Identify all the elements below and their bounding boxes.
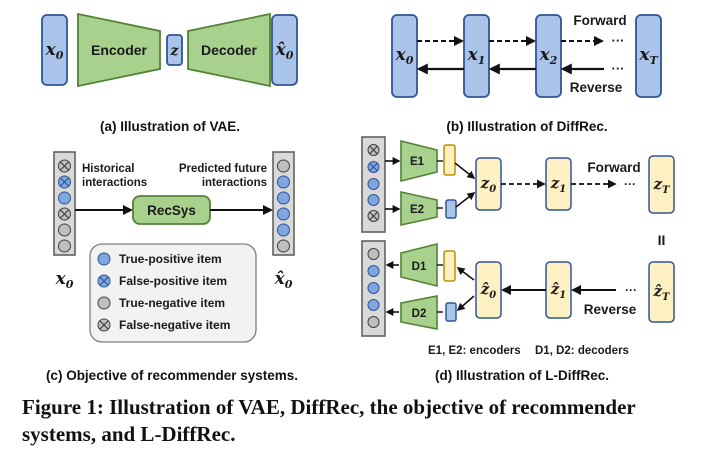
- split-arrow-bottom: [456, 295, 475, 312]
- merge-arrow-top: [454, 162, 476, 179]
- e2-latent: [445, 199, 457, 219]
- ldiffrec-input-circle: [367, 144, 380, 156]
- d2-latent: [445, 302, 457, 322]
- vae-output-label: x̂0: [275, 40, 294, 62]
- ld-reverse-ellipsis: ···: [625, 283, 637, 297]
- legend-false-negative: False-negative item: [119, 318, 230, 332]
- false-negative-icon: [97, 318, 111, 332]
- output-item-circle: [277, 239, 290, 253]
- diffrec-node-label: xT: [638, 45, 658, 67]
- decoder-d1-label: D1: [412, 261, 427, 273]
- encoder-e2: [400, 191, 438, 226]
- input-item-circle: [58, 207, 71, 221]
- ld-forward-ellipsis: ···: [624, 177, 636, 191]
- panel-d-ldiffrec: E1 E2 z0 z1 zT ··· Forward II D1 D: [361, 136, 675, 383]
- panel-a-caption: (a) Illustration of VAE.: [100, 119, 240, 134]
- decoder-d2-label: D2: [412, 308, 427, 320]
- output-item-circle: [277, 159, 290, 173]
- panel-b-diffrec: x0 x1 x2 xT ··· ··· Forward Reverse (b) …: [391, 13, 662, 134]
- z0-label: z0: [480, 174, 497, 195]
- input-item-circle: [58, 159, 71, 173]
- reverse-label: Reverse: [570, 80, 623, 95]
- panel-b-caption: (b) Illustration of DiffRec.: [446, 119, 607, 134]
- panel-d-caption: (d) Illustration of L-DiffRec.: [435, 368, 609, 383]
- true-positive-icon: [97, 252, 111, 266]
- zt-label: zT: [653, 175, 672, 196]
- equals-marker: II: [658, 232, 666, 248]
- e1-latent: [443, 144, 456, 176]
- output-item-circle: [277, 191, 290, 205]
- input-item-circle: [58, 191, 71, 205]
- ldiffrec-input-circle: [367, 161, 380, 173]
- forward-label: Forward: [573, 13, 626, 28]
- reverse-ellipsis: ···: [612, 61, 625, 76]
- vae-latent-box: [166, 34, 183, 66]
- panel-a-vae: x0 Encoder z Decoder x̂0 (a) Illustratio…: [41, 12, 298, 134]
- encoder-e2-label: E2: [410, 204, 424, 216]
- vae-input-label: x0: [45, 40, 64, 62]
- input-item-circle: [58, 239, 71, 253]
- zt-hat-box: [648, 261, 675, 323]
- false-positive-icon: [97, 274, 111, 288]
- ldiffrec-input-circle: [367, 178, 380, 190]
- legend-true-negative: True-negative item: [119, 296, 225, 310]
- diffrec-node-box: [391, 14, 418, 98]
- vae-input-box: [41, 14, 68, 86]
- forward-ellipsis: ···: [612, 33, 625, 48]
- z1-hat-label: ẑ1: [550, 280, 567, 301]
- diffrec-node-box: [635, 14, 662, 98]
- ldiffrec-output-circle: [367, 299, 380, 311]
- vae-latent-label: z: [170, 43, 180, 59]
- ld-reverse-label: Reverse: [584, 302, 637, 317]
- recsys-label: RecSys: [147, 203, 196, 218]
- ldiffrec-output-circle: [367, 282, 380, 294]
- ldiffrec-output-circle: [367, 265, 380, 277]
- panel-c-caption: (c) Objective of recommender systems.: [46, 368, 298, 383]
- output-item-circle: [277, 223, 290, 237]
- ldiffrec-output-circle: [367, 248, 380, 260]
- zt-hat-label: ẑT: [653, 282, 672, 303]
- d1-latent: [443, 250, 456, 282]
- ldiffrec-input-circle: [367, 210, 380, 222]
- output-item-circle: [277, 207, 290, 221]
- figure-caption: Figure 1: Illustration of VAE, DiffRec, …: [22, 395, 636, 446]
- z1-label: z1: [550, 174, 567, 195]
- encoder-e1: [400, 139, 438, 183]
- z0-hat-label: ẑ0: [480, 280, 497, 301]
- ld-forward-label: Forward: [587, 160, 640, 175]
- split-arrow-top: [456, 267, 475, 281]
- diffrec-node-box: [535, 14, 562, 98]
- output-item-circle: [277, 175, 290, 189]
- figure-canvas: x0 Encoder z Decoder x̂0 (a) Illustratio…: [41, 12, 675, 383]
- diffrec-node-label: x1: [467, 45, 486, 67]
- decoders-note: D1, D2: decoders: [535, 345, 629, 357]
- diffrec-node-box: [463, 14, 490, 98]
- recsys-output-label: x̂0: [274, 269, 293, 291]
- decoder-trapezoid: [187, 12, 271, 88]
- diffrec-node-label: x2: [539, 45, 558, 67]
- encoders-note: E1, E2: encoders: [428, 345, 521, 357]
- true-negative-icon: [97, 296, 111, 310]
- encoder-e1-label: E1: [410, 156, 425, 168]
- encoder-label: Encoder: [91, 42, 148, 58]
- encoder-trapezoid: [77, 12, 161, 88]
- decoder-d2: [400, 295, 438, 330]
- recsys-input-label: x0: [55, 269, 74, 291]
- legend-true-positive: True-positive item: [119, 252, 222, 266]
- input-item-circle: [58, 223, 71, 237]
- legend-false-positive: False-positive item: [119, 274, 227, 288]
- legend-box: [89, 243, 257, 343]
- decoder-label: Decoder: [201, 42, 258, 58]
- zt-box: [648, 155, 675, 214]
- vae-output-box: [271, 14, 298, 86]
- ldiffrec-output-circle: [367, 316, 380, 328]
- diffrec-node-label: x0: [395, 45, 414, 67]
- decoder-d1: [400, 242, 438, 288]
- merge-arrow-bottom: [455, 192, 476, 208]
- ldiffrec-input-circle: [367, 194, 380, 206]
- input-item-circle: [58, 175, 71, 189]
